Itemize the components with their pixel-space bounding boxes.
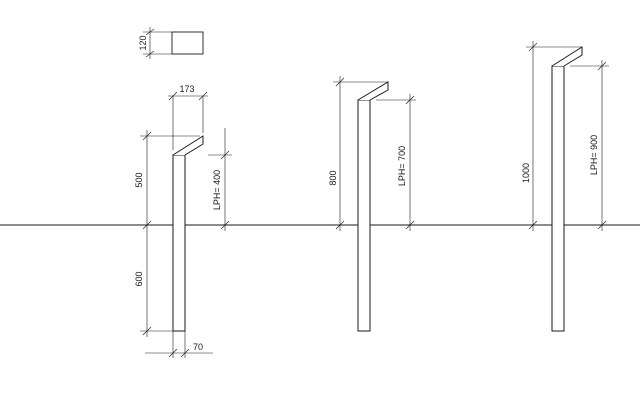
post-a-top-width-label: 173 [179,84,194,94]
section-dim-label: 120 [138,35,148,50]
post-a-height-label: 500 [134,172,144,187]
section-detail: 120 [138,27,204,59]
post-a-body [172,154,186,332]
post-a-width-label: 70 [193,342,203,352]
post-b-height-label: 800 [328,170,338,185]
post-c-body [551,65,565,332]
post-a-head [172,135,204,156]
post-b-lph-label: LPH= 700 [397,146,407,186]
post-b-body [357,99,371,332]
post-c-lph-label: LPH= 900 [589,135,599,175]
post-b: 800 LPH= 700 [328,76,416,332]
section-rect [171,31,204,55]
post-c-head [551,46,583,67]
post-b-head [357,81,389,101]
post-a: 173 500 600 LPH= 400 70 [134,84,232,358]
post-c: 1000 LPH= 900 [521,41,609,332]
post-c-height-label: 1000 [521,163,531,183]
post-a-depth-label: 600 [134,271,144,286]
post-a-lph-label: LPH= 400 [212,170,222,210]
